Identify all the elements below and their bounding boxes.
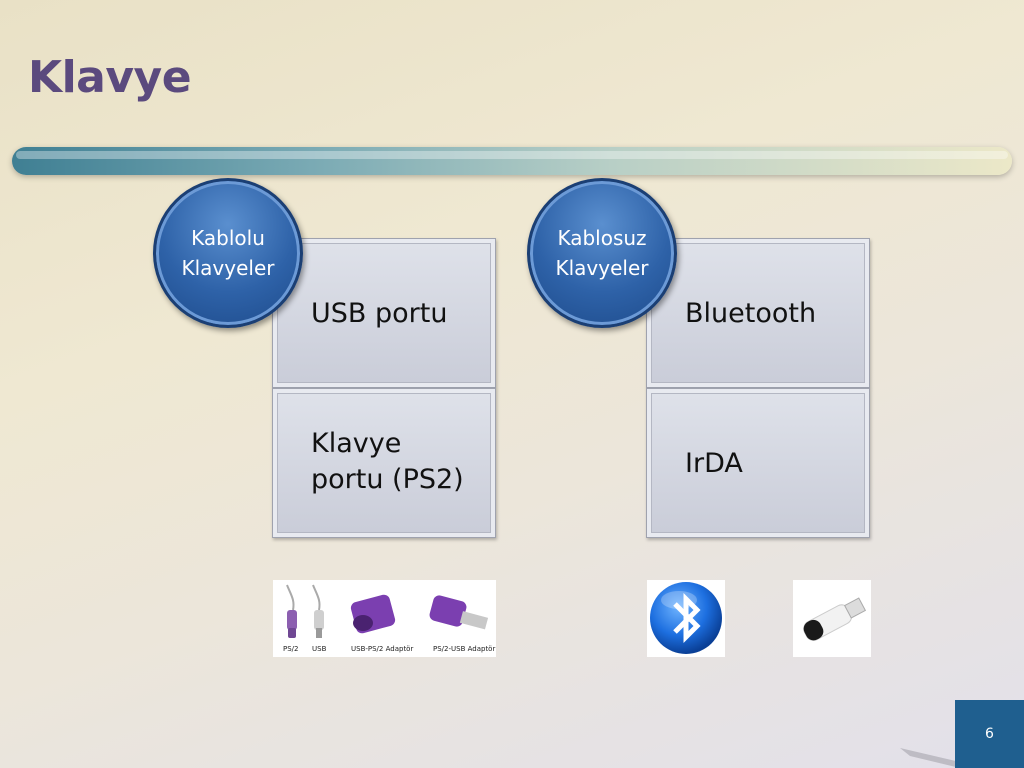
wireless-item-irda: IrDA (646, 388, 870, 538)
caption-usb-ps2: USB-PS/2 Adaptör (351, 645, 413, 653)
wired-item-ps2: Klavye portu (PS2) (272, 388, 496, 538)
bluetooth-logo-icon (647, 580, 725, 657)
wired-circle: Kablolu Klavyeler (153, 178, 303, 328)
caption-ps2-usb: PS/2-USB Adaptör (433, 645, 495, 653)
wired-item-label: Klavye portu (PS2) (311, 428, 464, 495)
irda-dongle-image (793, 580, 871, 657)
wireless-item-label: Bluetooth (685, 298, 817, 329)
wired-circle-label: Kablolu Klavyeler (181, 226, 275, 280)
decorative-pen-shadow (900, 748, 960, 768)
slide-title: Klavye (28, 52, 192, 103)
wired-item-label: USB portu (311, 298, 448, 329)
connector-image: PS/2 USB USB-PS/2 Adaptör PS/2-USB Adapt… (273, 580, 496, 657)
wireless-item-label: IrDA (685, 448, 743, 479)
title-divider-bar (12, 147, 1012, 175)
caption-usb: USB (312, 645, 327, 653)
wired-item-usb: USB portu (272, 238, 496, 388)
wireless-circle: Kablosuz Klavyeler (527, 178, 677, 328)
wireless-item-bluetooth: Bluetooth (646, 238, 870, 388)
page-number-badge: 6 (955, 700, 1024, 768)
caption-ps2: PS/2 (283, 645, 298, 653)
wireless-circle-label: Kablosuz Klavyeler (555, 226, 649, 280)
